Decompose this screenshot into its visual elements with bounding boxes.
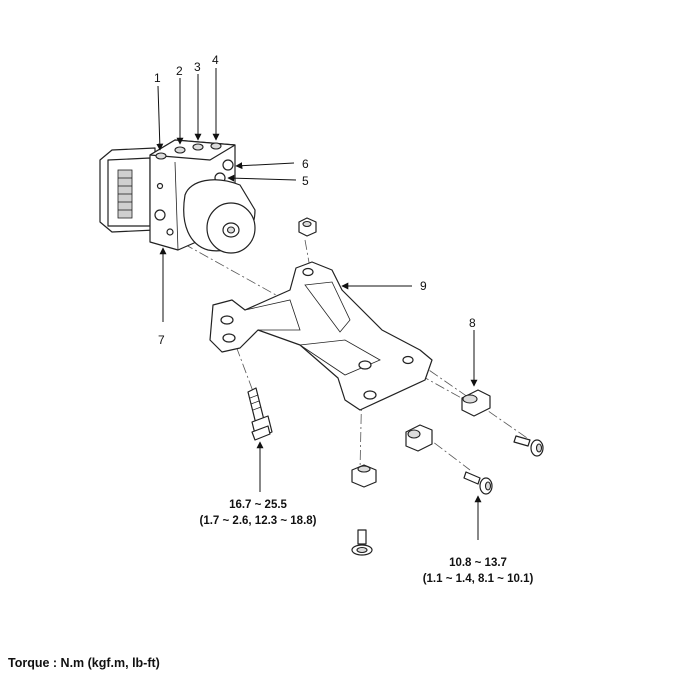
torque-bracket-bolt-conversions: (1.7 ~ 2.6, 12.3 ~ 18.8) (200, 515, 317, 527)
torque-units-note: Torque : N.m (kgf.m, lb-ft) (8, 656, 160, 670)
callout-8: 8 (469, 316, 476, 330)
torque-mount-bolt-range: 10.8 ~ 13.7 (449, 557, 507, 569)
mount-bolt-lower (351, 529, 373, 556)
mounting-bracket (209, 261, 433, 411)
callout-9: 9 (420, 279, 427, 293)
hecu-modulator-unit (99, 139, 256, 254)
callout-1: 1 (154, 71, 161, 85)
callout-3: 3 (194, 60, 201, 74)
callout-2: 2 (176, 64, 183, 78)
torque-bracket-bolt-range: 16.7 ~ 25.5 (229, 499, 287, 511)
leader-lines (156, 68, 482, 540)
connector-pins (117, 169, 133, 219)
torque-mount-bolt-conversions: (1.1 ~ 1.4, 8.1 ~ 10.1) (423, 573, 534, 585)
callout-5: 5 (302, 174, 309, 188)
bushing-middle (405, 424, 433, 452)
bushing-lower (351, 464, 377, 488)
callout-4: 4 (212, 53, 219, 67)
bushing-large (461, 389, 491, 417)
callout-7: 7 (158, 333, 165, 347)
callout-6: 6 (302, 157, 309, 171)
mount-bolt-right (513, 435, 544, 457)
nut (298, 217, 317, 237)
mount-bolt-middle (463, 471, 493, 495)
bracket-bolt (247, 387, 273, 441)
